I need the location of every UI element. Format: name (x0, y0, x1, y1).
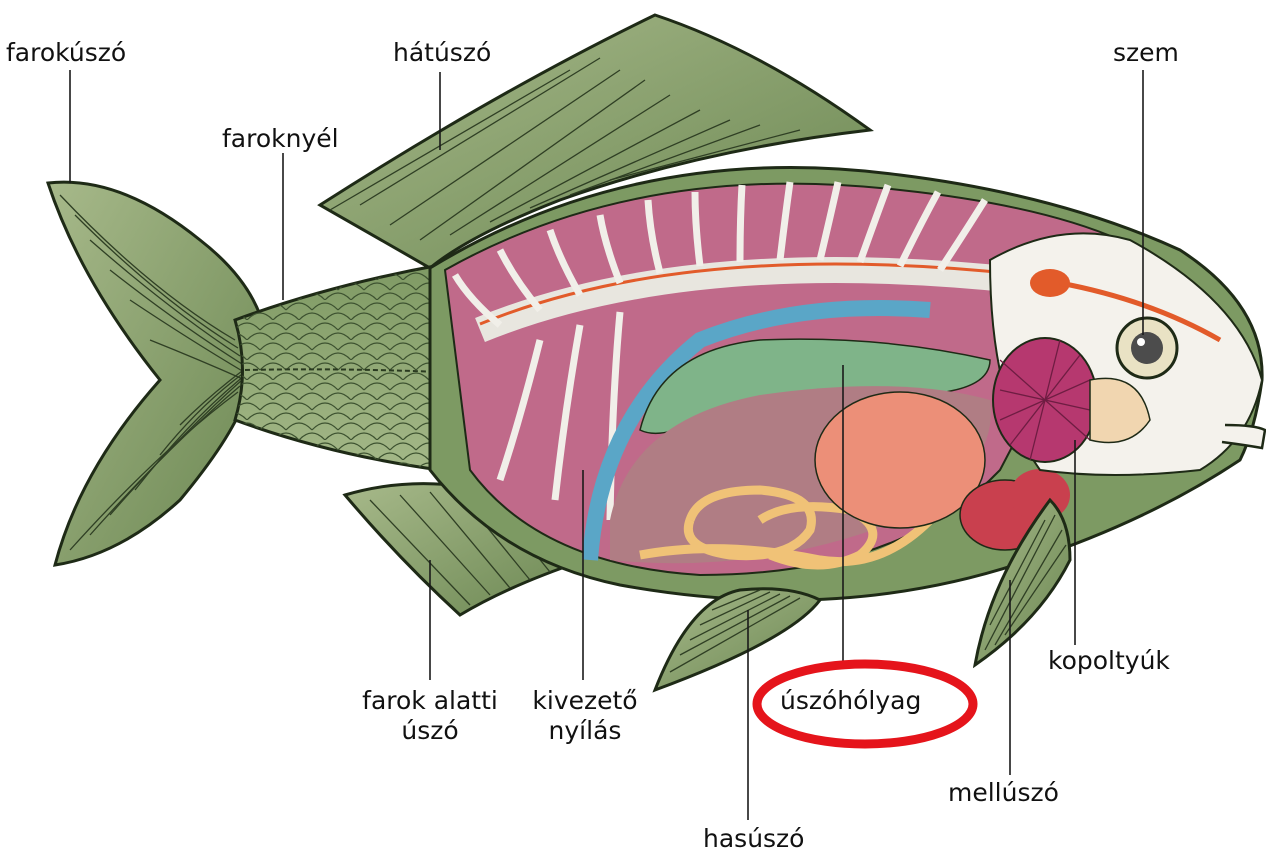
label-szem: szem (1113, 38, 1179, 68)
caudal-peduncle (235, 265, 440, 470)
label-kivezeto-line2: nyílás (520, 716, 650, 746)
label-farokuszo: farokúszó (6, 38, 126, 68)
label-kivezeto-nyilas: kivezető nyílás (520, 686, 650, 746)
label-melluszo: mellúszó (948, 778, 1059, 808)
label-faroknyel: faroknyél (222, 124, 339, 154)
label-hatuszo: hátúszó (393, 38, 491, 68)
label-kivezeto-line1: kivezető (520, 686, 650, 716)
eye (1117, 318, 1177, 378)
label-uszoholyag: úszóhólyag (780, 686, 921, 716)
label-farok-alatti-uszo: farok alatti úszó (340, 686, 520, 746)
label-kopoltyuk: kopoltyúk (1048, 646, 1170, 676)
label-farok-alatti-line1: farok alatti (340, 686, 520, 716)
tail-fin (48, 182, 260, 565)
label-hasuszo: hasúszó (703, 824, 804, 854)
label-farok-alatti-line2: úszó (340, 716, 520, 746)
